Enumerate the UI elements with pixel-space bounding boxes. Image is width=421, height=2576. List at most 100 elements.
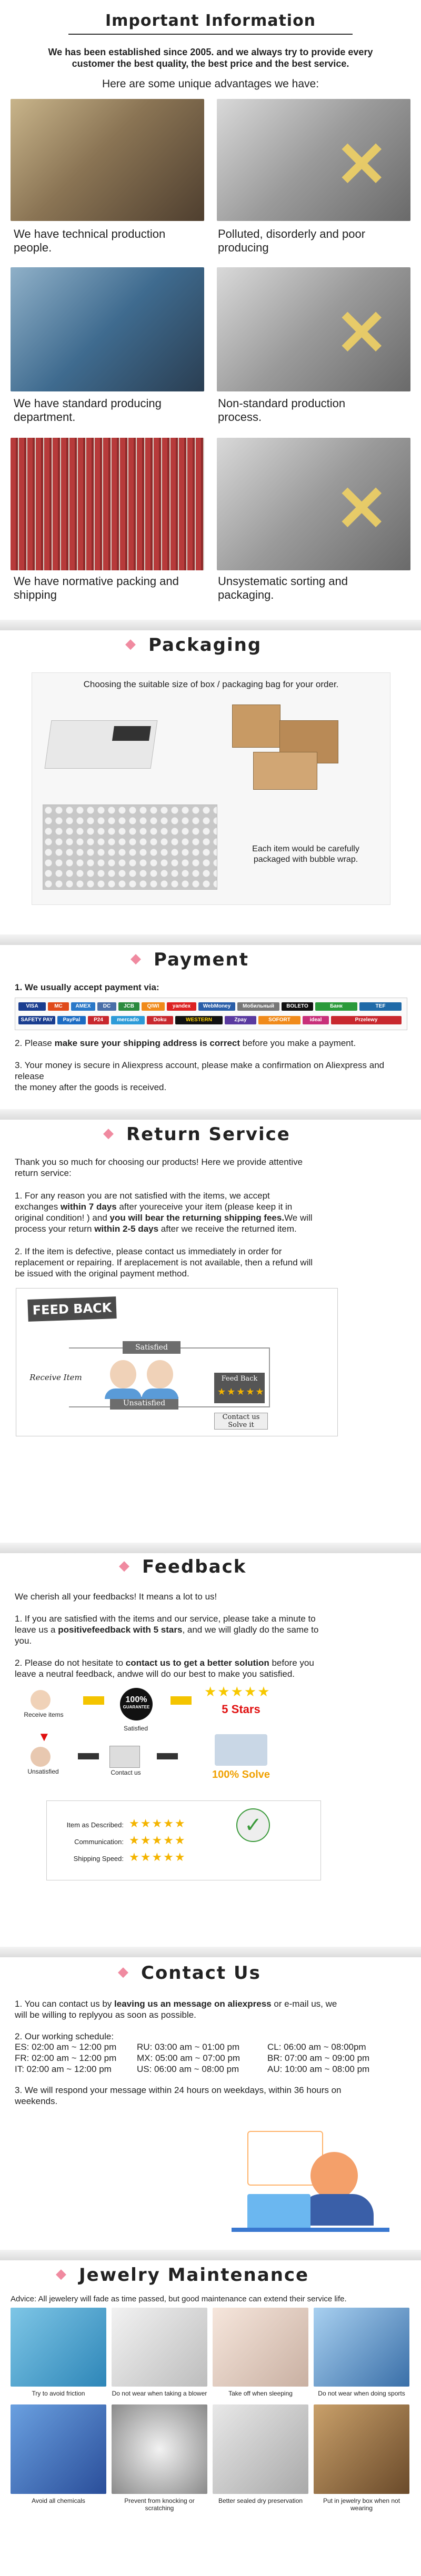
good-caption-2: We have standard producing department. — [14, 397, 162, 424]
section-divider — [0, 1543, 421, 1553]
guarantee-percent: 100% — [125, 1695, 147, 1704]
schedule-au: AU: 10:00 am ~ 08:00 pm — [267, 2064, 370, 2074]
stars-icon: ★★★★★ — [204, 1684, 271, 1699]
return-header: ◆ Return Service — [0, 1120, 421, 1149]
return-p1-h: process your return — [15, 1224, 95, 1234]
feedback-p2-c: before you — [269, 1658, 314, 1668]
jcb-logo: JCB — [118, 1002, 139, 1011]
guarantee-sub: GUARANTEE — [123, 1705, 150, 1709]
contact-label: Contact us — [222, 1413, 260, 1421]
doku-logo: Doku — [147, 1016, 173, 1024]
good-caption-1: We have technical production people. — [14, 227, 166, 254]
guarantee-badge: 100% GUARANTEE — [120, 1688, 153, 1720]
feedback-p1-b: leave us a — [15, 1625, 58, 1635]
intro-line-1: We has been established since 2005. and … — [48, 47, 373, 57]
contact-p3-line2: weekends. — [15, 2096, 58, 2106]
nonstandard-process-photo: ✕ — [217, 267, 410, 391]
section-divider — [0, 1109, 421, 1120]
schedule-es: ES: 02:00 am ~ 12:00 pm — [15, 2042, 117, 2052]
mailer-label — [112, 726, 151, 741]
return-heading: Return Service — [126, 1124, 290, 1145]
payment-accept: 1. We usually accept payment via: — [15, 982, 159, 992]
webmoney-logo: WebMoney — [198, 1002, 235, 1011]
diamond-icon: ◆ — [56, 2266, 66, 2281]
return-p1-line1: 1. For any reason you are not satisfied … — [15, 1191, 270, 1201]
packaging-header: ◆ Packaging — [0, 630, 421, 660]
sofort-logo: SOFORT — [258, 1016, 300, 1024]
contact-p1-a: 1. You can contact us by — [15, 1999, 115, 2009]
title-underline — [68, 34, 353, 35]
standard-department-photo — [11, 267, 204, 391]
payment-point-3b: the money after the goods is received. — [15, 1082, 167, 1092]
feedback-graphic: Receive items 100% GUARANTEE Satisfied ★… — [15, 1684, 330, 1899]
schedule-us: US: 06:00 am ~ 08:00 pm — [137, 2064, 239, 2074]
jewelry-advice: Advice: All jewelery will fade as time p… — [11, 2295, 347, 2303]
p24-logo: P24 — [88, 1016, 109, 1024]
amex-logo: AMEX — [71, 1002, 95, 1011]
payment-point-3: 3. Your money is secure in Aliexpress ac… — [15, 1060, 385, 1081]
jewelry-header: ◆ Jewelry Maintenance — [0, 2260, 421, 2290]
rating-shipping-label: Shipping Speed: — [73, 1855, 124, 1863]
feedback-p2-b: contact us to get a better solution — [125, 1658, 269, 1668]
poly-mailer-bag — [44, 720, 158, 769]
feedback-p2-a: 2. Please do not hesitate to — [15, 1658, 126, 1668]
jewelry-heading: Jewelry Maintenance — [79, 2265, 309, 2286]
cross-icon: ✕ — [335, 298, 388, 368]
arrow-icon — [78, 1753, 99, 1759]
zpay-logo: Zpay — [225, 1016, 256, 1024]
return-p1-g: We will — [284, 1213, 313, 1223]
receive-items-label: Receive items — [24, 1711, 64, 1718]
return-p1-i: within 2-5 days — [94, 1224, 159, 1234]
qiwi-logo: QIWI — [142, 1002, 165, 1011]
payment-p2-c: before you make a payment. — [240, 1038, 356, 1048]
desk — [232, 2228, 389, 2232]
rating-item-label: Item as Described: — [66, 1821, 124, 1829]
contact-p1-c: or e-mail us, we — [271, 1999, 337, 2009]
packaging-panel: Choosing the suitable size of box / pack… — [32, 672, 390, 905]
przelewy-logo: Przelewy — [331, 1016, 402, 1024]
satisfied-label: Satisfied — [123, 1725, 148, 1732]
tip-photo-chemicals — [11, 2404, 106, 2494]
feedback-p1-line1: 1. If you are satisfied with the items a… — [15, 1614, 316, 1624]
section-divider — [0, 620, 421, 630]
return-p1-line4: process your return within 2-5 days afte… — [15, 1223, 404, 1234]
jewelry-tips-grid: Try to avoid friction Do not wear when t… — [11, 2308, 410, 2571]
safetypay-logo: SAFETY PAY — [18, 1016, 55, 1024]
bank-logo: Банк — [315, 1002, 357, 1011]
contact-p1-line2: will be willing to replyyou as soon as p… — [15, 2010, 196, 2020]
unsatisfied-label: Unsatisfied — [27, 1768, 59, 1775]
advantages-intro: Here are some unique advantages we have: — [102, 78, 319, 90]
tip-blower: Do not wear when taking a blower — [112, 2390, 207, 2397]
feedback-box: Feed Back ★★★★★ — [214, 1373, 265, 1403]
return-p1-b: exchanges — [15, 1202, 61, 1212]
rating-communication-label: Communication: — [74, 1838, 124, 1846]
feedback-p1-line2: leave us a positivefeedback with 5 stars… — [15, 1624, 415, 1635]
section-divider — [0, 1947, 421, 1957]
contact-p1-line1: 1. You can contact us by leaving us an m… — [15, 1998, 415, 2009]
tip-photo-sleeping — [213, 2308, 308, 2387]
payment-p2-b: make sure your shipping address is corre… — [54, 1038, 240, 1048]
yandex-logo: yandex — [167, 1002, 196, 1011]
tip-photo-knocking — [112, 2404, 207, 2494]
arrow-icon — [157, 1753, 178, 1759]
tip-sealed: Better sealed dry preservation — [218, 2497, 303, 2504]
down-arrow-icon: ▼ — [38, 1730, 51, 1744]
section-divider — [0, 934, 421, 945]
arrow-icon — [83, 1696, 104, 1705]
computer-icon — [109, 1746, 140, 1768]
return-p2-line2: replacement or repairing. If areplacemen… — [15, 1257, 313, 1267]
arrow-icon — [171, 1696, 192, 1705]
return-p2-line3: be issued with the original payment meth… — [15, 1269, 189, 1279]
return-p2-line1: 2. If the item is defective, please cont… — [15, 1246, 282, 1256]
mercado-logo: mercado — [111, 1016, 145, 1024]
girl-body — [105, 1388, 142, 1399]
feedback-heading: Feedback — [142, 1556, 247, 1577]
feedback-box-label: Feed Back — [221, 1375, 258, 1383]
schedule-br: BR: 07:00 am ~ 09:00 pm — [267, 2053, 370, 2063]
normative-packing-photo — [11, 438, 204, 570]
return-p1-j: after we receive the returned item. — [158, 1224, 297, 1234]
tip-photo-sports — [314, 2308, 409, 2387]
cardboard-box — [253, 752, 317, 790]
contact-header: ◆ Contact Us — [0, 1958, 421, 1988]
schedule-it: IT: 02:00 am ~ 12:00 pm — [15, 2064, 112, 2074]
